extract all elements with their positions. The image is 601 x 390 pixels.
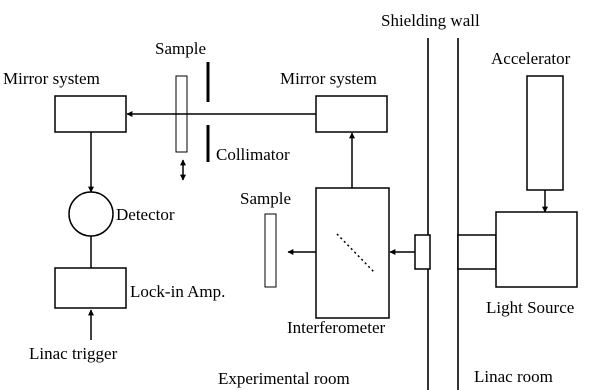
mirror-system-right-box: [315, 95, 388, 133]
interferometer-box: [315, 187, 390, 319]
collimator-label: Collimator: [216, 145, 290, 164]
interferometer-label: Interferometer: [287, 318, 385, 337]
sample-mid-label: Sample: [240, 189, 291, 208]
linac-room-label: Linac room: [474, 367, 553, 386]
sample-mid-slab: [264, 213, 277, 288]
wall-port-left: [414, 234, 431, 270]
detector-label: Detector: [116, 205, 175, 224]
sample-top-label: Sample: [155, 39, 206, 58]
accelerator-box: [526, 75, 564, 191]
mirror-system-right-label: Mirror system: [280, 69, 377, 88]
light-source-box: [495, 211, 578, 288]
beam-splitter-line: [336, 233, 375, 273]
mirror-system-left-label: Mirror system: [3, 69, 100, 88]
wall-port-right: [457, 234, 497, 270]
mirror-system-left-box: [54, 95, 127, 133]
lock-in-amp-label: Lock-in Amp.: [130, 282, 225, 301]
shielding-wall-label: Shielding wall: [381, 11, 480, 30]
experimental-room-label: Experimental room: [218, 369, 350, 388]
light-source-label: Light Source: [486, 298, 574, 317]
detector-circle: [68, 191, 114, 237]
lock-in-amp-box: [54, 267, 127, 309]
accelerator-label: Accelerator: [491, 49, 571, 68]
linac-trigger-label: Linac trigger: [29, 344, 118, 363]
